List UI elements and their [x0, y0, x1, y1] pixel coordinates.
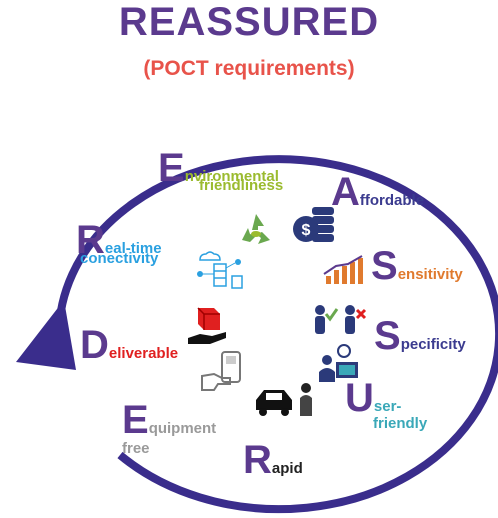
item-specificity: Specificity: [374, 316, 466, 356]
letter-r-rapid: R: [243, 438, 272, 482]
letter-u: U: [345, 376, 374, 420]
item-environmental: Environmental: [158, 148, 279, 188]
box-hand-icon: [188, 307, 226, 344]
item-equipment-free: Equipment: [122, 400, 216, 440]
word-real-time: eal-time: [104, 240, 162, 257]
coins-dollar-icon: $: [293, 207, 334, 242]
word-rapid: apid: [271, 460, 303, 477]
title: REASSURED: [118, 0, 380, 44]
word-user: ser-: [373, 398, 402, 415]
word-specificity: pecificity: [400, 336, 466, 353]
bar-chart-icon: [323, 255, 363, 284]
item-real-time: Real-time: [76, 220, 162, 260]
item-rapid: Rapid: [243, 440, 303, 480]
word-sensitivity: ensitivity: [397, 266, 463, 283]
letter-s-specificity: S: [374, 314, 401, 358]
letter-e-equipment: E: [122, 398, 149, 442]
word-environmental: nvironmental: [184, 168, 279, 185]
item-user-friendly: User-: [345, 378, 401, 418]
subtitle: (POCT requirements): [143, 57, 355, 80]
word-free: free: [122, 440, 150, 457]
letter-d: D: [80, 323, 109, 367]
user-computer-icon: [319, 344, 358, 382]
check-cross-people-icon: [315, 305, 367, 334]
network-icon: [197, 251, 243, 289]
word-equipment: quipment: [148, 420, 217, 437]
letter-r-realtime: R: [76, 218, 105, 262]
handheld-device-icon: [201, 351, 241, 391]
letter-a: A: [331, 170, 360, 214]
letter-e-environmental: E: [158, 146, 185, 190]
svg-text:$: $: [302, 222, 311, 239]
word-friendly: friendly: [373, 415, 428, 432]
item-deliverable: Deliverable: [80, 325, 178, 365]
item-sensitivity: Sensitivity: [371, 246, 463, 286]
word-friendliness: friendliness: [199, 177, 284, 194]
arrowhead-icon: [16, 300, 76, 370]
item-affordable: Affordable: [331, 172, 424, 212]
letter-s-sensitivity: S: [371, 244, 398, 288]
word-affordable: ffordable: [359, 192, 425, 209]
recycle-icon: [242, 214, 270, 244]
word-deliverable: eliverable: [108, 345, 179, 362]
car-icon: [256, 383, 312, 416]
word-conectivity: conectivity: [80, 250, 159, 267]
